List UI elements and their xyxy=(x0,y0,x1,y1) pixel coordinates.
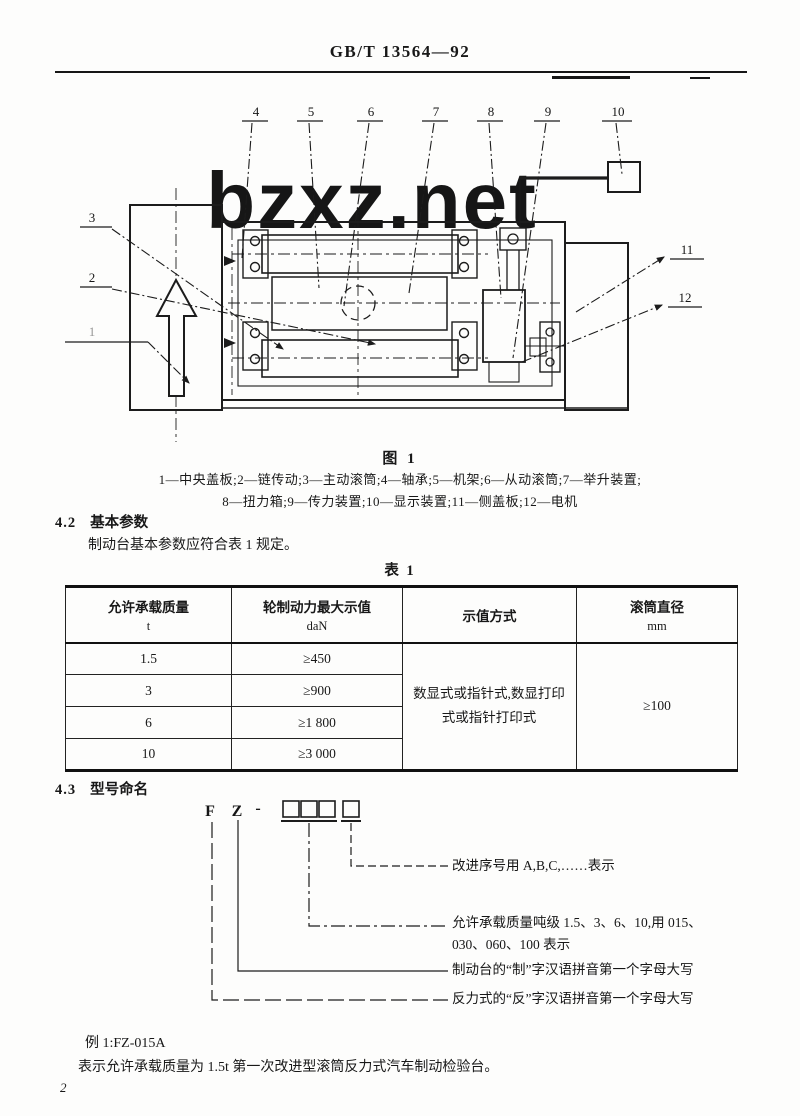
cell-force: ≥900 xyxy=(231,674,403,707)
col-title: 滚筒直径 xyxy=(630,599,684,615)
callout-labels: 4 5 6 7 8 9 10 3 2 1 11 12 xyxy=(89,104,694,339)
example-explanation: 表示允许承载质量为 1.5t 第一次改进型滚筒反力式汽车制动检验台。 xyxy=(78,1060,499,1075)
frame-inner xyxy=(237,239,553,387)
figure-legend-line1: 1—中央盖板;2—链传动;3—主动滚筒;4—轴承;5—机架;6—从动滚筒;7—举… xyxy=(158,472,642,487)
cell-force: ≥3 000 xyxy=(231,738,403,771)
section-4-3-number: 4.3 xyxy=(55,782,77,798)
header-rule-artifact xyxy=(690,77,710,79)
col-header-indication: 示值方式 xyxy=(402,586,577,644)
cell-force: ≥450 xyxy=(231,642,403,675)
frame-outer xyxy=(221,221,566,401)
col-header-mass: 允许承载质量 t xyxy=(65,586,232,644)
header-rule xyxy=(55,71,747,73)
cell-roller-diameter: ≥100 xyxy=(576,642,738,771)
model-dash: - xyxy=(255,800,260,817)
bearing-blocks xyxy=(242,229,478,371)
model-code-symbols: F Z - xyxy=(205,800,261,820)
page-number: 2 xyxy=(60,1080,67,1095)
table-row: 1.5 ≥450 数显式或指针式,数显打印式或指针打印式 ≥100 xyxy=(65,642,738,771)
model-code-boxes xyxy=(281,800,361,822)
annotation-fan: 反力式的“反”字汉语拼音第一个字母大写 xyxy=(452,990,693,1006)
section-4-2-number: 4.2 xyxy=(55,515,77,531)
table-header-row: 允许承载质量 t 轮制动力最大示值 daN 示值方式 滚筒直径 mm xyxy=(65,586,738,644)
annotation-zhi: 制动台的“制”字汉语拼音第一个字母大写 xyxy=(452,961,693,977)
callout-9: 9 xyxy=(545,104,552,119)
col-unit: daN xyxy=(306,618,328,633)
central-cover-plate xyxy=(271,276,448,331)
col-unit: t xyxy=(146,618,151,633)
col-title: 轮制动力最大示值 xyxy=(263,599,371,615)
callout-1: 1 xyxy=(89,324,96,339)
annotation-improvement: 改进序号用 A,B,C,……表示 xyxy=(452,858,615,873)
callout-2: 2 xyxy=(89,270,96,285)
basic-parameters-table: 允许承载质量 t 轮制动力最大示值 daN 示值方式 滚筒直径 mm 1.5 xyxy=(65,585,738,772)
callout-8: 8 xyxy=(488,104,495,119)
model-code-connectors xyxy=(211,820,448,1001)
callout-6: 6 xyxy=(368,104,375,119)
callout-7: 7 xyxy=(433,104,440,119)
display-device xyxy=(607,161,641,193)
callout-12: 12 xyxy=(679,290,692,305)
watermark-text: bzxz.net xyxy=(206,156,538,245)
model-letter-f: F xyxy=(205,803,215,820)
annotation-mass-line2: 030、060、100 表示 xyxy=(452,937,570,952)
col-unit: mm xyxy=(647,618,667,633)
col-header-force: 轮制动力最大示值 daN xyxy=(231,586,403,644)
callout-10: 10 xyxy=(612,104,625,119)
standard-number: GB/T 13564—92 xyxy=(329,42,471,61)
callout-leaders xyxy=(111,122,665,384)
cell-indication-mode: 数显式或指针式,数显打印式或指针打印式 xyxy=(402,642,577,771)
cell-mass: 6 xyxy=(65,706,232,739)
col-header-diameter: 滚筒直径 mm xyxy=(576,586,738,644)
section-4-2-body: 制动台基本参数应符合表 1 规定。 xyxy=(88,538,298,553)
cell-force: ≥1 800 xyxy=(231,706,403,739)
lift-arrow-icon xyxy=(155,277,198,397)
section-4-2-heading: 4.2 基本参数 xyxy=(55,511,148,532)
callout-underlines xyxy=(65,120,704,343)
section-4-3-title: 型号命名 xyxy=(90,782,149,798)
cell-mass: 10 xyxy=(65,738,232,771)
callout-4: 4 xyxy=(253,104,260,119)
driven-roller xyxy=(261,339,459,378)
callout-11: 11 xyxy=(681,242,694,257)
model-letter-z: Z xyxy=(232,803,243,820)
force-transfer-unit xyxy=(488,361,520,383)
section-4-3-heading: 4.3 型号命名 xyxy=(55,778,148,799)
figure-caption: 图 1 xyxy=(382,451,418,467)
callout-3: 3 xyxy=(89,210,96,225)
section-4-2-title: 基本参数 xyxy=(90,515,149,531)
col-title: 允许承载质量 xyxy=(108,599,189,615)
callout-5: 5 xyxy=(308,104,315,119)
col-title: 示值方式 xyxy=(462,608,517,624)
example-designation: 例 1:FZ-015A xyxy=(85,1036,166,1051)
motor-block xyxy=(539,321,561,373)
figure-1-drawing: bzxz.net xyxy=(65,104,704,442)
header-rule-artifact xyxy=(552,76,630,79)
figure-legend-line2: 8—扭力箱;9—传力装置;10—显示装置;11—侧盖板;12—电机 xyxy=(222,494,578,509)
right-cover-plate xyxy=(564,242,629,411)
cell-mass: 1.5 xyxy=(65,642,232,675)
table-1-label: 表 1 xyxy=(384,563,416,579)
table-row: 3 ≥900 xyxy=(65,674,738,707)
annotation-mass-line1: 允许承载质量吨级 1.5、3、6、10,用 015、 xyxy=(452,915,702,930)
torque-box xyxy=(482,289,526,363)
model-code-annotations: 改进序号用 A,B,C,……表示 允许承载质量吨级 1.5、3、6、10,用 0… xyxy=(452,858,702,1006)
cell-mass: 3 xyxy=(65,674,232,707)
table-row: 6 ≥1 800 xyxy=(65,706,738,739)
table-row: 10 ≥3 000 xyxy=(65,738,738,771)
model-designation-diagram: F Z - 改进序号用 A,B,C,……表示 允许承载质量吨级 1.5、3、6、… xyxy=(205,800,702,1006)
